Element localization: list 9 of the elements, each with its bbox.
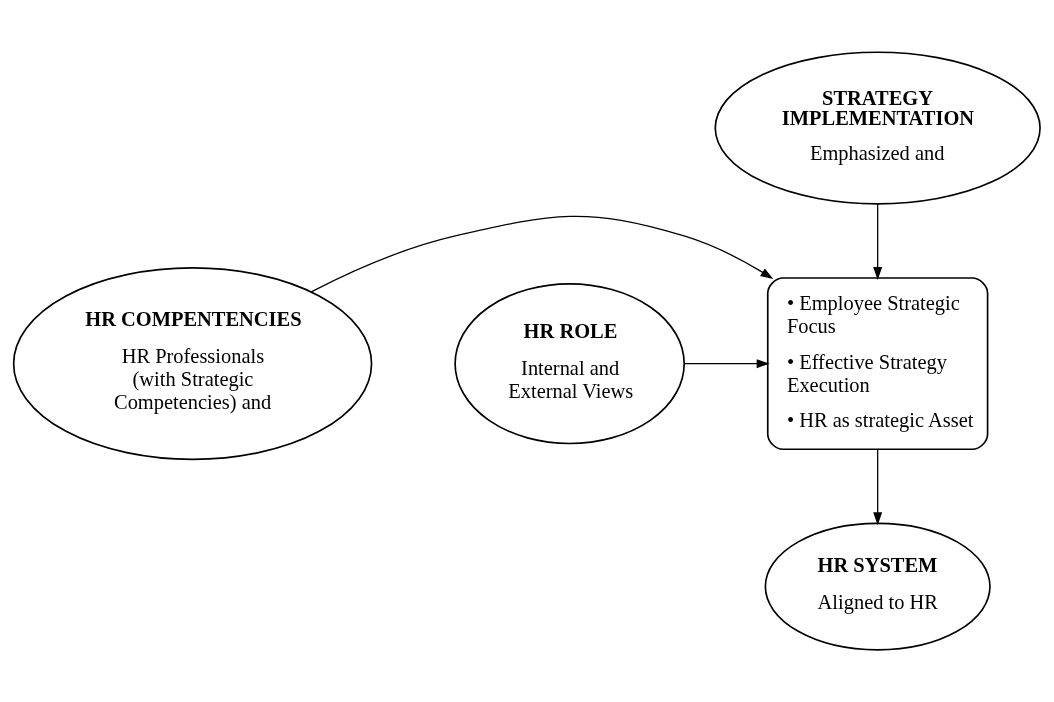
node-ellipse: STRATEGY IMPLEMENTATION Emphasized and	[714, 51, 1041, 205]
node-box: • Employee Strategic Focus • Effective Strategy Execution • HR as strategic Asset	[766, 277, 989, 451]
arrow	[873, 448, 883, 526]
arrow	[683, 359, 770, 369]
node-ellipse: HR SYSTEM Aligned to HR	[764, 522, 991, 651]
arrow	[310, 215, 774, 293]
node-ellipse: HR COMPENTENCIES HR Professionals (with Strategic Competencies) and	[12, 267, 373, 461]
node-ellipse: HR ROLE Internal and External Views	[454, 283, 685, 445]
arrow	[873, 203, 883, 280]
